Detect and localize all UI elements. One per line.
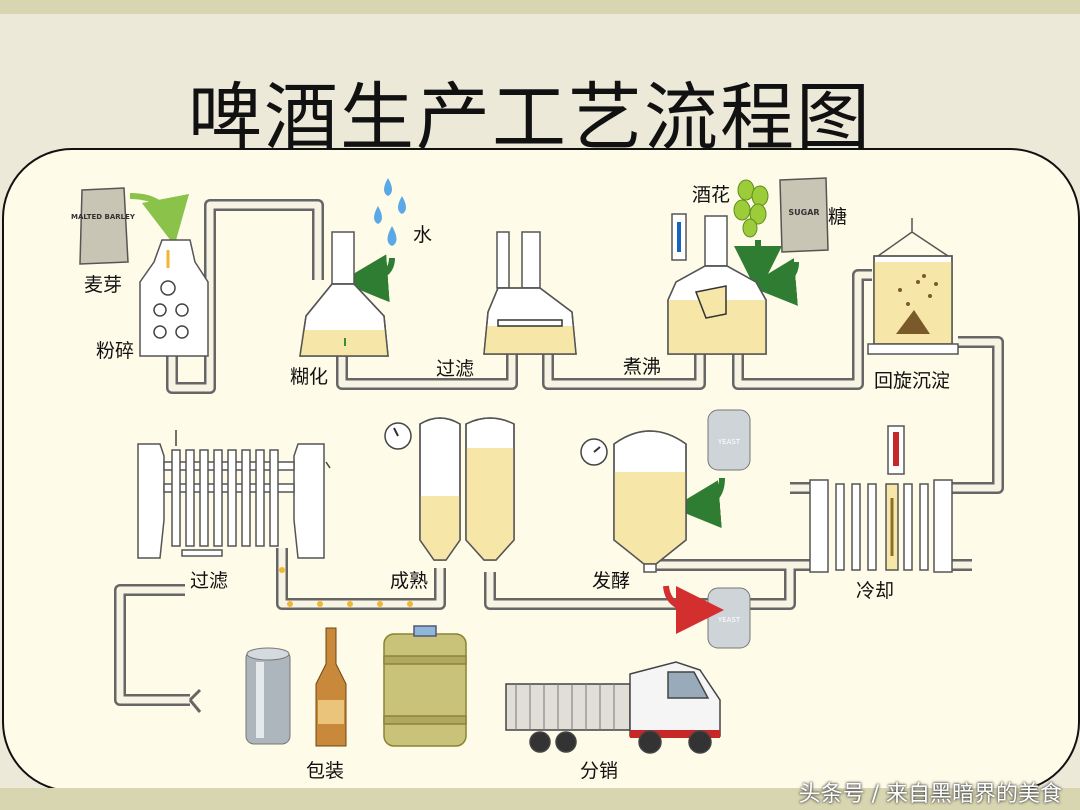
- maturation-tanks-icon: [419, 417, 515, 561]
- beer-keg-icon: [383, 625, 467, 747]
- filter-press-icon: [137, 430, 331, 559]
- label-crush: 粉碎: [96, 340, 135, 362]
- thermometer-cooler-icon: [887, 425, 905, 475]
- boil-kettle-icon: [667, 215, 767, 355]
- malt-arrow-icon: [129, 193, 190, 246]
- watermark: 头条号 / 来自黑暗界的美食: [798, 782, 1062, 807]
- label-hops: 酒花: [692, 184, 731, 206]
- label-boil: 煮沸: [623, 356, 662, 378]
- yeast-can-top-icon: YEAST: [707, 409, 751, 471]
- label-whirlpool: 回旋沉淀: [874, 370, 951, 392]
- beer-can-icon: [245, 647, 291, 745]
- label-water: 水: [413, 224, 433, 246]
- water-drops-icon: [374, 178, 406, 246]
- mature-gauge-icon: [384, 422, 412, 450]
- mash-tun-icon: [299, 231, 389, 357]
- yeast-out-arrow-icon: [663, 585, 724, 634]
- ferment-gauge-icon: [580, 438, 608, 466]
- yeast-in-arrow-icon: [672, 477, 725, 529]
- page-title: 啤酒生产工艺流程图: [188, 75, 872, 161]
- label-distribute: 分销: [580, 760, 619, 782]
- yeast-can-bottom-icon: YEAST: [707, 587, 751, 649]
- label-sugar: 糖: [828, 206, 848, 228]
- label-lauter: 过滤: [436, 358, 475, 380]
- fermenter-icon: [613, 430, 687, 573]
- cooler-icon: [809, 479, 953, 573]
- sugar-arrow-icon: [748, 258, 799, 306]
- hops-icon: [733, 179, 769, 238]
- top-band: [0, 0, 1080, 14]
- label-filter: 过滤: [190, 570, 229, 592]
- label-malt: 麦芽: [84, 274, 123, 296]
- malt-bag-text: MALTED BARLEY: [71, 213, 136, 221]
- beer-bottle-icon: [315, 627, 347, 747]
- label-cool: 冷却: [856, 580, 895, 602]
- truck-icon: [505, 661, 721, 754]
- lauter-tun-icon: [483, 231, 577, 355]
- label-package: 包装: [306, 760, 345, 782]
- yeast-can-text: YEAST: [717, 438, 741, 446]
- crusher-icon: [139, 239, 209, 357]
- thermometer-icon: [671, 213, 687, 261]
- label-ferment: 发酵: [592, 570, 631, 592]
- label-mature: 成熟: [390, 570, 429, 592]
- whirlpool-tank-icon: [867, 218, 959, 355]
- bottom-band: [0, 788, 1080, 810]
- sugar-bag-text: SUGAR: [788, 208, 819, 217]
- sugar-bag-icon: SUGAR: [779, 177, 829, 253]
- pipes: [114, 199, 1004, 713]
- water-arrow-icon: [340, 254, 395, 303]
- malt-bag-icon: MALTED BARLEY: [71, 187, 136, 265]
- label-mash: 糊化: [290, 366, 329, 388]
- yeast-can-text-2: YEAST: [717, 616, 741, 624]
